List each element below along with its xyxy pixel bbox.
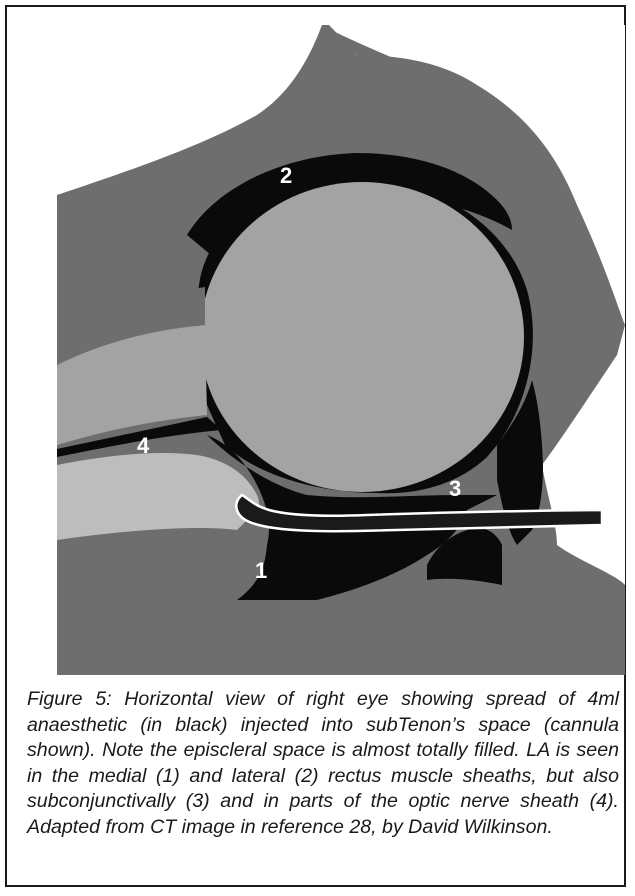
label-2: 2 — [280, 163, 292, 188]
label-3: 3 — [449, 476, 461, 501]
label-4: 4 — [137, 433, 150, 458]
medial-rectus — [57, 453, 259, 540]
figure-caption: Figure 5: Horizontal view of right eye s… — [27, 687, 619, 841]
figure-frame: 2 4 3 1 Figure 5: Horizontal view of rig… — [5, 5, 626, 887]
label-1: 1 — [255, 558, 267, 583]
eye-diagram: 2 4 3 1 — [57, 25, 625, 675]
globe — [200, 182, 524, 492]
